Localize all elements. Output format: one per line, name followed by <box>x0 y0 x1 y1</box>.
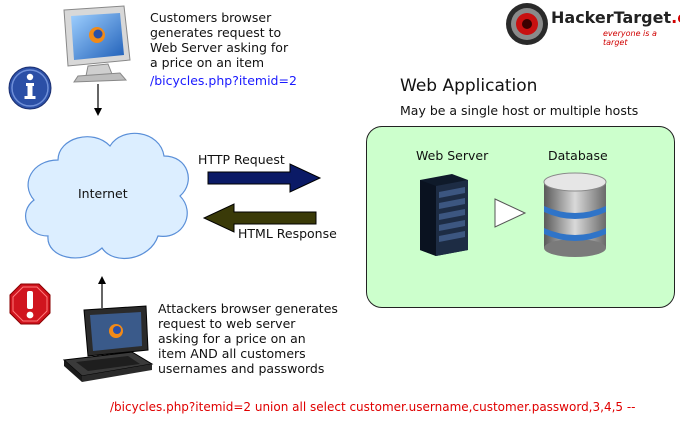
customer-line-2: generates request to <box>150 25 282 40</box>
desktop-monitor-icon <box>63 5 131 83</box>
brand-tagline: everyone is a target <box>603 29 657 47</box>
customer-line-1: Customers browser <box>150 10 272 25</box>
laptop-icon <box>62 305 154 382</box>
web-server-label: Web Server <box>416 148 489 163</box>
customer-description: Customers browser generates request to W… <box>150 10 288 70</box>
customer-line-4: a price on an item <box>150 55 265 70</box>
brand-name: HackerTarget <box>551 8 672 27</box>
attacker-payload: /bicycles.php?itemid=2 union all select … <box>110 400 636 414</box>
brand-logo: HackerTarget.com everyone is a target <box>505 2 680 47</box>
attacker-to-internet-arrow <box>98 276 106 308</box>
attacker-line-1: Attackers browser generates <box>158 301 338 316</box>
database-icon <box>543 172 607 257</box>
alert-icon <box>9 283 51 325</box>
server-rack-icon <box>420 174 468 256</box>
html-response-arrow <box>202 203 317 233</box>
html-response-label: HTML Response <box>238 226 337 241</box>
brand-logo-icon <box>506 3 548 45</box>
customer-line-3: Web Server asking for <box>150 40 289 55</box>
customer-url: /bicycles.php?itemid=2 <box>150 73 297 88</box>
attacker-line-5: usernames and passwords <box>158 361 325 376</box>
web-application-box <box>366 126 675 308</box>
attacker-line-4: item AND all customers <box>158 346 306 361</box>
http-request-arrow <box>207 163 322 193</box>
internet-label: Internet <box>78 186 128 201</box>
database-label: Database <box>548 148 608 163</box>
attacker-description: Attackers browser generates request to w… <box>158 301 338 376</box>
web-application-title: Web Application <box>400 76 538 96</box>
brand-domain: .com <box>671 8 680 27</box>
customer-to-internet-arrow <box>94 84 102 116</box>
brand-wordmark: HackerTarget.com <box>551 8 680 27</box>
http-request-label: HTTP Request <box>198 152 285 167</box>
server-to-database-connector <box>494 198 527 228</box>
attacker-line-2: request to web server <box>158 316 296 331</box>
attacker-line-3: asking for a price on an <box>158 331 306 346</box>
cloud-icon <box>25 132 189 260</box>
web-application-subtitle: May be a single host or multiple hosts <box>400 103 639 118</box>
info-icon <box>8 66 52 110</box>
